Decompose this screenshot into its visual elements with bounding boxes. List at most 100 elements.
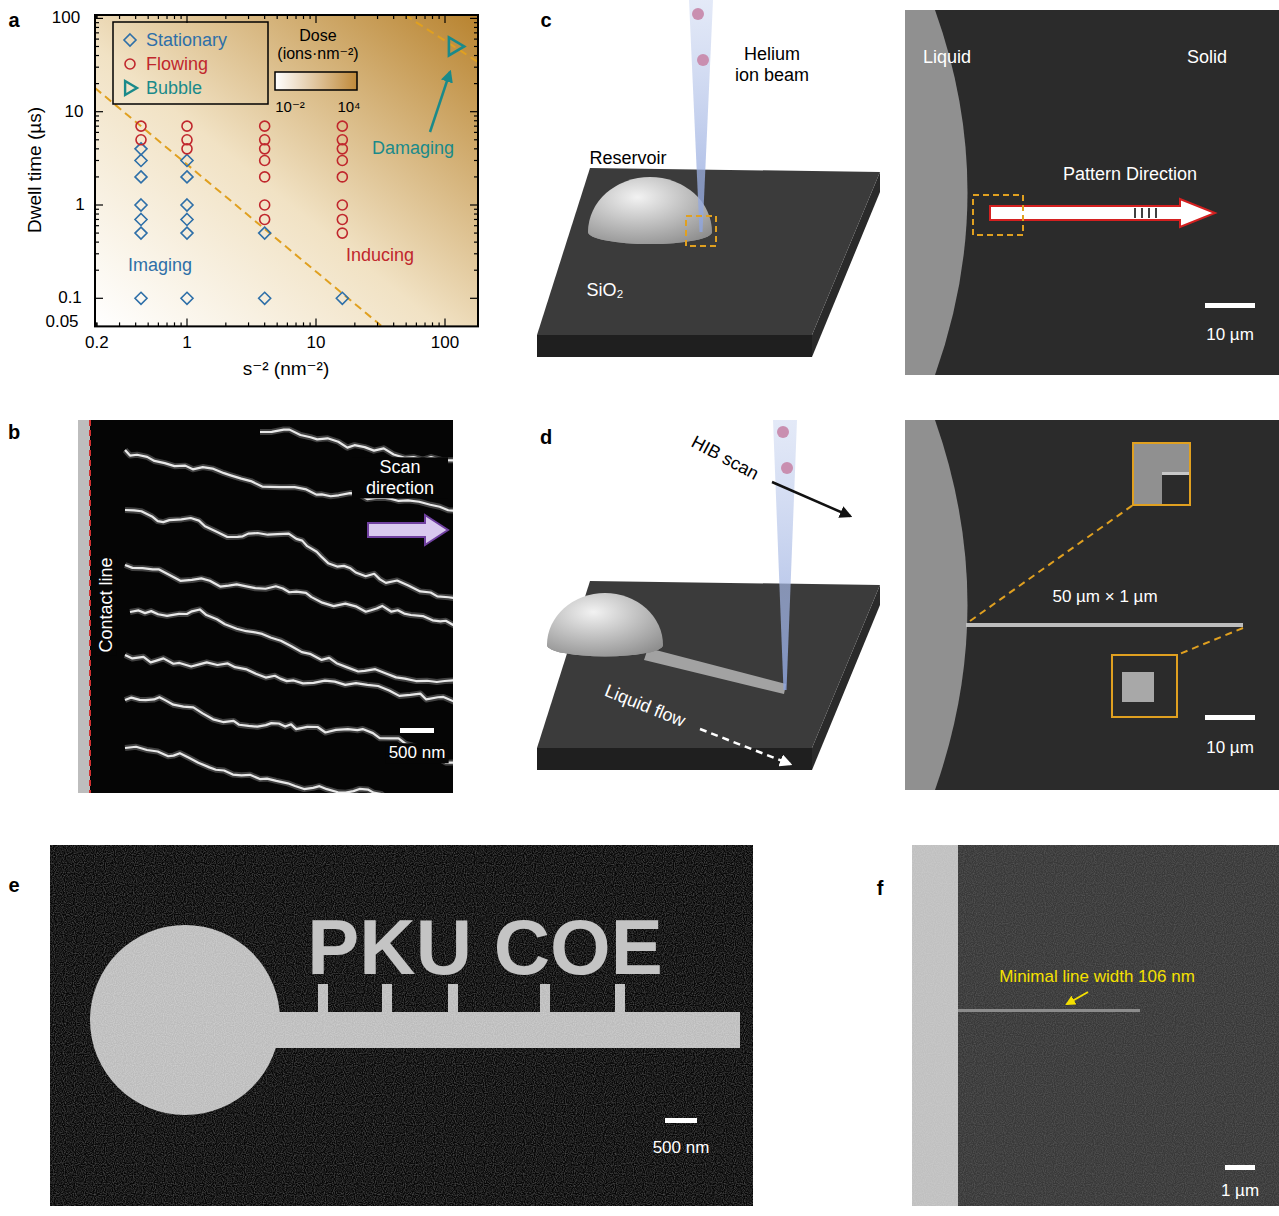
stationary-marker bbox=[135, 154, 147, 166]
micrograph-c bbox=[905, 10, 1279, 375]
x-tick bbox=[186, 318, 187, 326]
annotation: Minimal line width 106 nm bbox=[999, 967, 1195, 987]
image-ground bbox=[912, 845, 1279, 1206]
region-label: Imaging bbox=[128, 255, 192, 276]
liquid-strip bbox=[78, 420, 90, 793]
image-label: Liquid bbox=[923, 47, 971, 68]
y-tick bbox=[95, 298, 103, 299]
scale-label: 10 µm bbox=[1206, 738, 1254, 758]
image-label: Contact line bbox=[96, 554, 117, 655]
legend-entry: Stationary bbox=[120, 29, 227, 51]
plot-frame bbox=[95, 15, 478, 326]
bubble-marker bbox=[449, 37, 464, 55]
streak bbox=[125, 450, 453, 511]
schematic-c bbox=[537, 0, 880, 357]
flowing-marker bbox=[337, 214, 347, 224]
image-label: Pattern Direction bbox=[1063, 164, 1197, 185]
axis-tick-label: 0.1 bbox=[58, 289, 82, 309]
image-noise bbox=[912, 845, 1279, 1206]
y-tick bbox=[470, 111, 478, 112]
colorbar-tick: 10⁻² bbox=[275, 98, 305, 115]
flowing-marker bbox=[260, 172, 270, 182]
pattern-arrow bbox=[990, 199, 1215, 227]
stationary-marker bbox=[181, 213, 193, 225]
legend-entry: Flowing bbox=[120, 53, 208, 75]
streak-halo bbox=[125, 565, 453, 632]
scale-bar bbox=[1225, 1165, 1255, 1170]
stationary-marker bbox=[181, 292, 193, 304]
bubble-marker bbox=[125, 81, 137, 95]
inset-leader bbox=[1177, 628, 1243, 655]
pattern-step bbox=[1134, 208, 1136, 218]
plate-front bbox=[537, 335, 812, 357]
inset-ground bbox=[1112, 655, 1177, 717]
flowing-marker bbox=[260, 214, 270, 224]
substrate-label: SiO₂ bbox=[587, 280, 624, 301]
flowing-marker bbox=[337, 200, 347, 210]
legend-label: Stationary bbox=[146, 30, 227, 51]
image-ground bbox=[905, 420, 1279, 790]
liquid-region bbox=[905, 420, 968, 790]
image-ground bbox=[50, 845, 753, 1206]
region-label: Inducing bbox=[346, 245, 414, 266]
stationary-marker bbox=[259, 227, 271, 239]
scale-bar bbox=[1205, 303, 1255, 308]
y-tick bbox=[470, 18, 478, 19]
pointer-arrow bbox=[1067, 992, 1088, 1004]
panel-letter: c bbox=[540, 9, 551, 32]
y-tick bbox=[95, 111, 103, 112]
panel-letter: f bbox=[877, 877, 884, 900]
zoom-box bbox=[686, 216, 716, 246]
liquid-channel bbox=[644, 648, 786, 694]
flowing-marker bbox=[260, 135, 270, 145]
helium-ion bbox=[692, 8, 704, 20]
micrograph-panel: LiquidSolidPattern Direction10 µm bbox=[905, 10, 1279, 375]
ion-beam bbox=[689, 0, 713, 232]
micrograph-panel: PKU COE 500 nm bbox=[50, 845, 753, 1206]
scale-label: 1 µm bbox=[1221, 1181, 1259, 1201]
plate-top bbox=[537, 168, 880, 335]
micrograph-b bbox=[78, 420, 470, 814]
streak bbox=[125, 565, 453, 632]
axis-tick-label: 100 bbox=[52, 8, 80, 28]
region-label: Damaging bbox=[372, 138, 454, 159]
axis-tick-label: 1 bbox=[75, 195, 84, 215]
deposited-line bbox=[966, 623, 1243, 627]
pattern-step bbox=[1155, 208, 1157, 218]
streak bbox=[125, 510, 453, 601]
axis-tick-label: 1 bbox=[182, 333, 191, 353]
pattern-step bbox=[1148, 208, 1150, 218]
image-label: 50 µm × 1 µm bbox=[1052, 587, 1157, 607]
micrograph-f bbox=[912, 845, 1279, 1206]
streak-halo bbox=[125, 510, 453, 601]
stationary-marker bbox=[181, 227, 193, 239]
stationary-marker bbox=[135, 292, 147, 304]
flowing-marker bbox=[337, 121, 347, 131]
stationary-marker bbox=[181, 154, 193, 166]
flowing-marker bbox=[136, 121, 146, 131]
legend-symbol bbox=[120, 78, 140, 98]
scale-label: 500 nm bbox=[386, 743, 449, 763]
schematic-label: Reservoir bbox=[589, 148, 666, 169]
schematic-label: HIB scan bbox=[688, 432, 762, 485]
schematic-label: Liquid flow bbox=[602, 680, 689, 731]
legend-label: Bubble bbox=[146, 78, 202, 99]
inset-detail bbox=[1162, 474, 1190, 505]
stationary-marker bbox=[181, 199, 193, 211]
dose-colorbar bbox=[275, 72, 357, 90]
chart-a bbox=[95, 15, 478, 326]
scale-label: 10 µm bbox=[1206, 325, 1254, 345]
scale-bar bbox=[665, 1118, 697, 1123]
micrograph-panel: 50 µm × 1 µm 10 µm bbox=[905, 420, 1279, 790]
reservoir-dome bbox=[588, 177, 712, 244]
scale-label: 500 nm bbox=[653, 1138, 710, 1158]
y-tick bbox=[95, 204, 103, 205]
x-tick bbox=[315, 15, 316, 23]
chart-background bbox=[95, 15, 478, 326]
flowing-marker bbox=[260, 155, 270, 165]
image-label: Scan direction bbox=[352, 457, 448, 498]
patterned-text: PKU COE bbox=[307, 903, 662, 993]
stationary-marker bbox=[124, 34, 136, 46]
stationary-marker bbox=[135, 227, 147, 239]
